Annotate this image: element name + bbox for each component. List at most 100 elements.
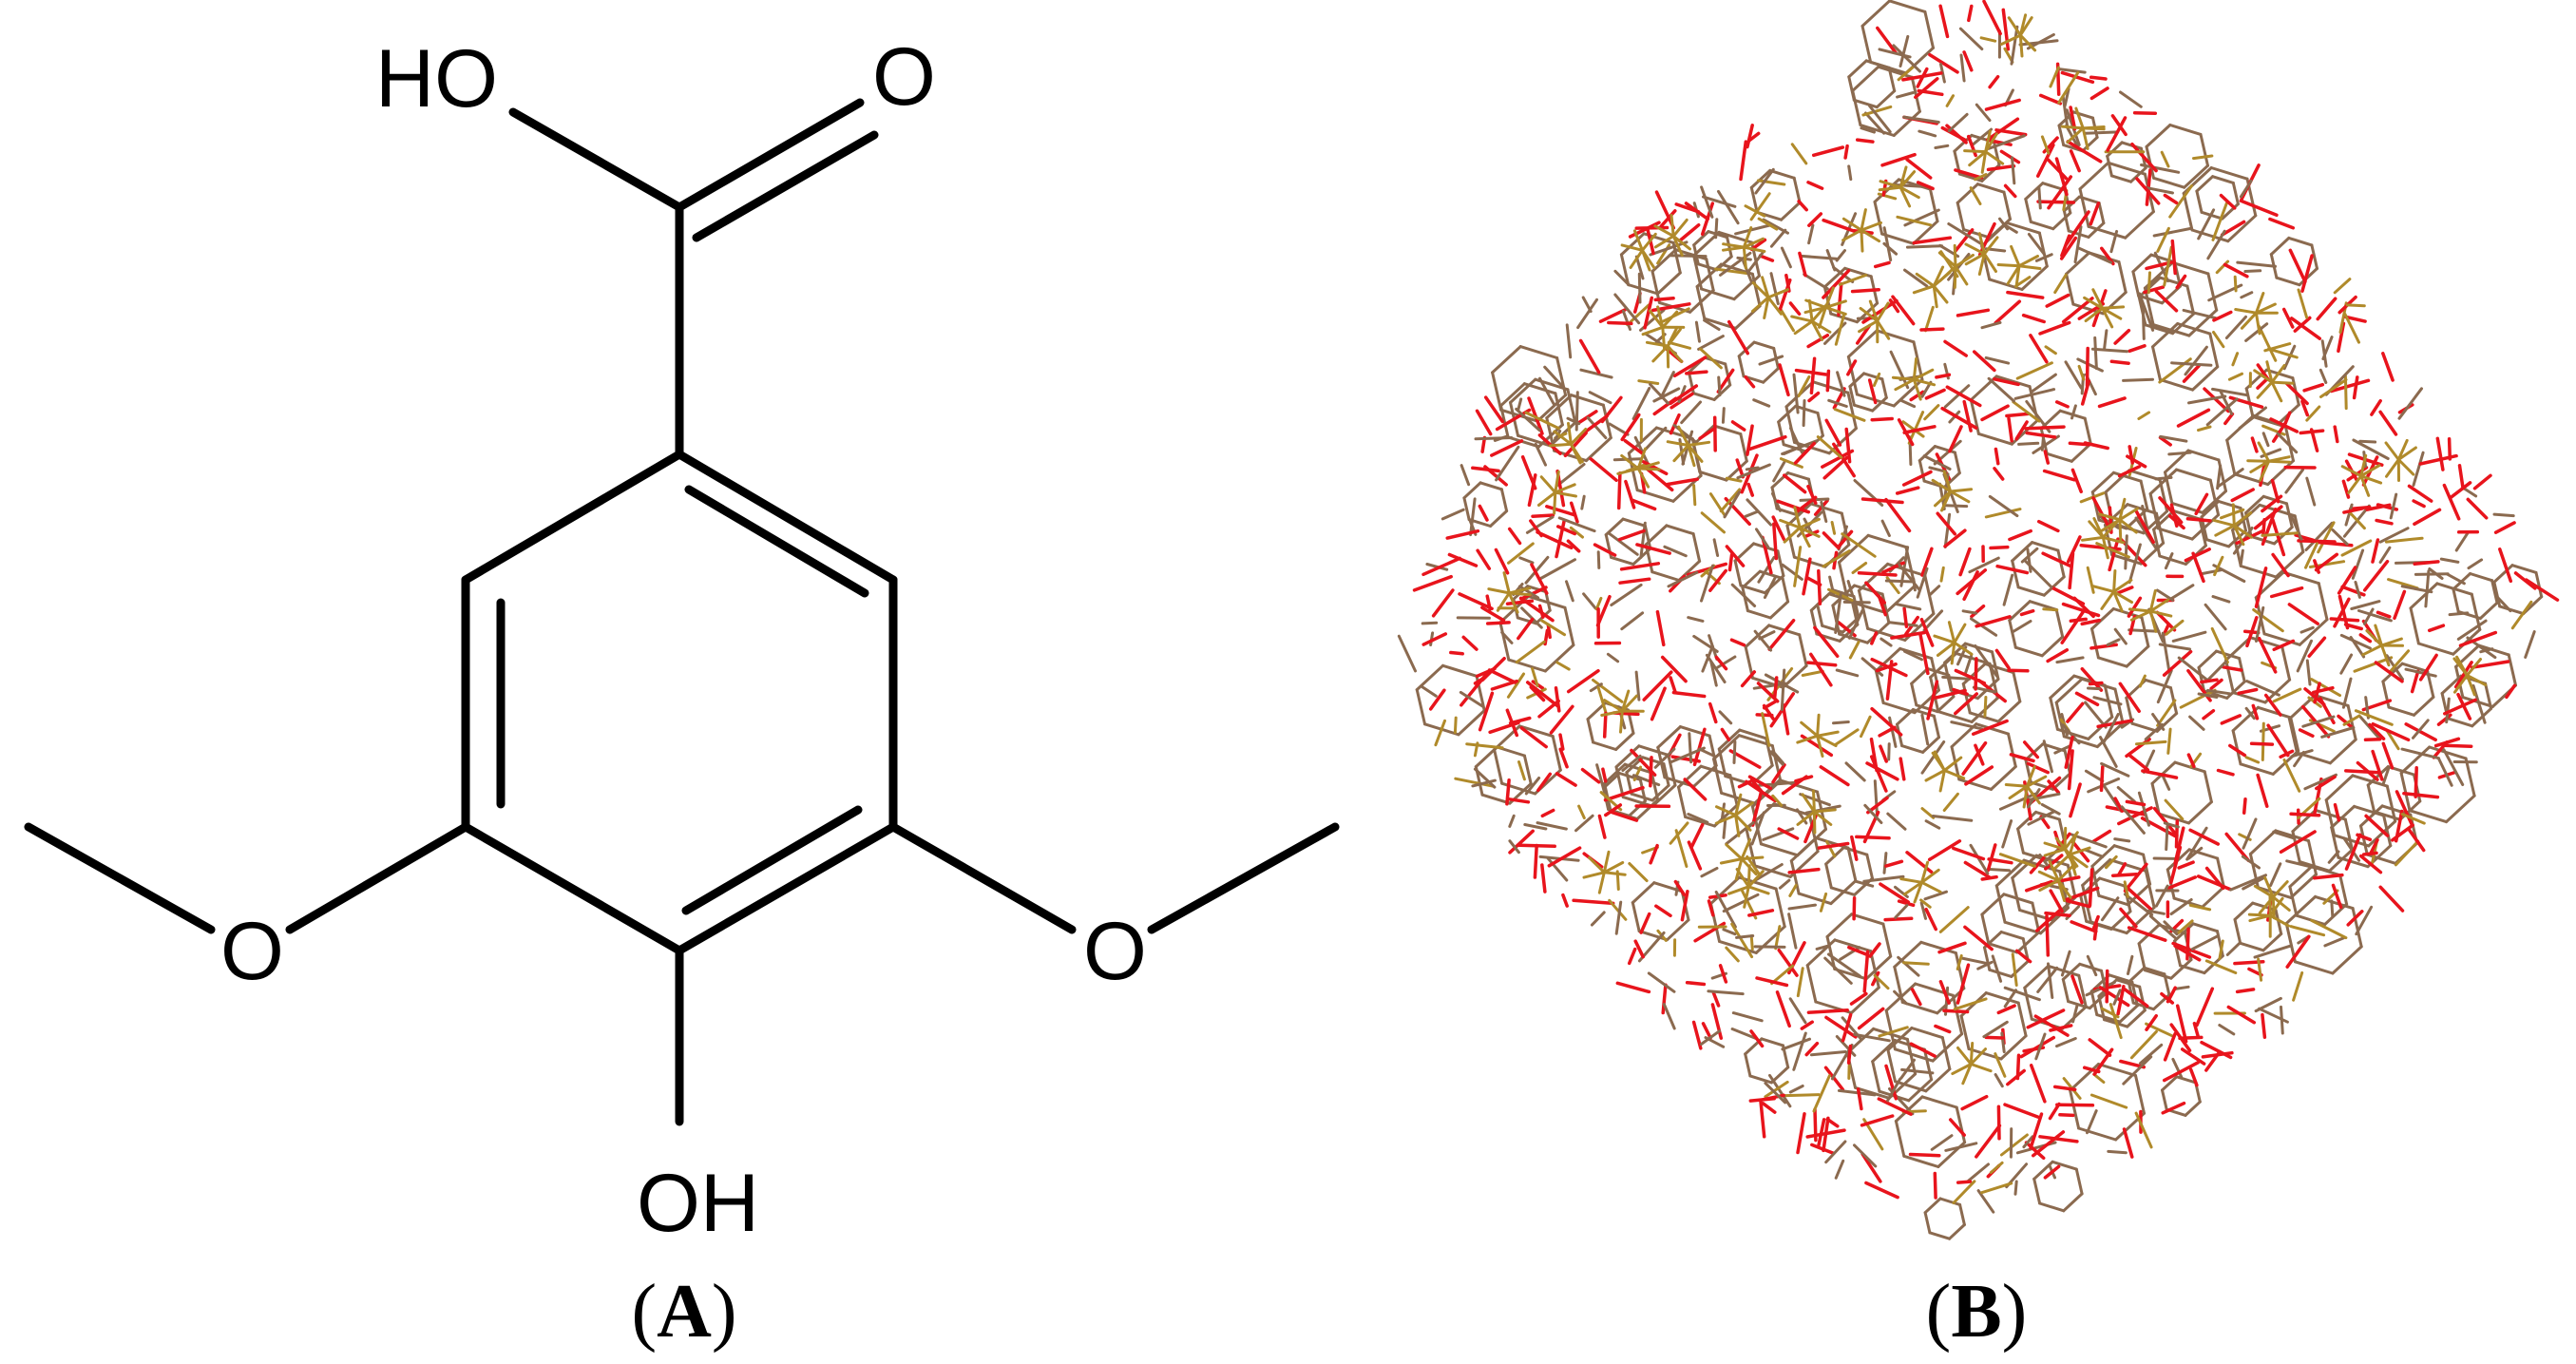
framework-bond: [1881, 922, 1893, 958]
framework-bond: [2477, 644, 2510, 657]
framework-bond: [2352, 375, 2359, 400]
framework-bond: [1729, 638, 1746, 647]
framework-bond: [2089, 1093, 2128, 1109]
framework-bond: [2070, 468, 2083, 494]
framework-bond: [1944, 1142, 1978, 1152]
framework-bond: [2418, 453, 2458, 466]
framework-bond: [1715, 805, 1738, 817]
framework-bond: [1860, 208, 1867, 232]
framework-bond: [2037, 231, 2049, 268]
framework-bond: [2219, 389, 2234, 415]
framework-bond: [2385, 784, 2397, 823]
framework-bond: [2442, 748, 2465, 786]
framework-bond: [1588, 855, 1606, 874]
framework-bond: [1994, 1052, 2007, 1078]
framework-bond: [1891, 375, 1916, 381]
framework-bond: [1888, 298, 1900, 314]
framework-bond: [1958, 547, 1972, 577]
framework-bond: [1641, 325, 1665, 336]
framework-bond: [1718, 710, 1733, 725]
framework-bond: [2127, 887, 2152, 911]
framework-bond: [2171, 941, 2212, 959]
framework-bond: [2042, 607, 2059, 612]
framework-bond: [1958, 27, 1984, 51]
framework-bond: [2171, 630, 2207, 643]
framework-bond: [2038, 320, 2071, 336]
framework-bond: [1600, 395, 1623, 424]
framework-bond: [2288, 248, 2307, 284]
framework-bond: [1680, 400, 1702, 425]
framework-bond: [2257, 441, 2271, 463]
framework-bond: [1798, 526, 1821, 538]
framework-bond: [2453, 661, 2473, 689]
framework-bond: [2127, 596, 2143, 618]
framework-bond: [2100, 589, 2116, 610]
framework-bond: [2340, 585, 2366, 597]
framework-bond: [1507, 542, 1535, 565]
framework-bond: [2380, 637, 2403, 647]
framework-bond: [2089, 86, 2109, 101]
framework-bond: [2011, 854, 2038, 880]
framework-bond: [1494, 548, 1510, 575]
framework-bond: [2185, 284, 2196, 316]
framework-bond: [1849, 986, 1880, 1015]
framework-bond: [1705, 653, 1727, 683]
framework-bond: [2184, 548, 2211, 563]
framework-bond: [1852, 595, 1860, 620]
framework-bond: [2144, 678, 2172, 690]
framework-bond: [1876, 26, 1898, 55]
framework-bond: [1932, 284, 1949, 304]
framework-bond: [2043, 450, 2051, 465]
framework-bond: [2135, 177, 2161, 205]
framework-bond: [2267, 455, 2291, 463]
framework-bond: [1834, 1159, 1845, 1180]
framework-bond: [2323, 902, 2349, 926]
framework-bond: [2242, 817, 2258, 850]
framework-bond: [2239, 179, 2253, 199]
framework-bond: [2269, 862, 2282, 887]
framework-bond: [2342, 836, 2361, 862]
framework-bond: [1555, 661, 1571, 671]
framework-bond: [2400, 585, 2433, 594]
framework-bond: [1709, 875, 1741, 906]
framework-bond: [1963, 654, 1974, 676]
framework-bond: [2109, 910, 2132, 931]
framework-bond: [2507, 653, 2517, 687]
framework-bond: [1949, 490, 1971, 504]
framework-bond: [2343, 817, 2354, 852]
framework-bond: [1872, 372, 1881, 387]
framework-bond: [1846, 391, 1858, 431]
framework-bond: [1730, 420, 1746, 432]
framework-bond: [1740, 857, 1758, 876]
framework-bond: [1893, 989, 1908, 1006]
framework-bond: [2400, 662, 2430, 673]
framework-bond: [1889, 350, 1910, 390]
framework-bond: [2122, 1127, 2134, 1159]
framework-bond: [2100, 896, 2120, 922]
framework-bond: [1880, 637, 1893, 647]
framework-bond: [2097, 202, 2106, 225]
framework-bond: [1527, 473, 1537, 508]
framework-bond: [2074, 1167, 2084, 1196]
framework-bond: [2070, 404, 2077, 420]
framework-bond: [2032, 1160, 2054, 1181]
framework-bond: [2299, 625, 2315, 634]
framework-bond: [2342, 714, 2361, 726]
framework-bond: [1922, 1047, 1934, 1082]
framework-bond: [2340, 539, 2373, 557]
framework-bond: [1962, 570, 1979, 602]
framework-bond: [1776, 499, 1811, 514]
framework-bond: [1816, 730, 1840, 738]
framework-bond: [1934, 144, 1950, 149]
framework-bond: [2164, 552, 2174, 570]
framework-bond: [2101, 306, 2114, 329]
framework-bond: [1923, 890, 1948, 901]
framework-bond: [2440, 674, 2463, 695]
framework-bond: [1912, 368, 1935, 381]
framework-bond: [2329, 378, 2371, 394]
framework-bond: [1574, 391, 1579, 432]
framework-bond: [2130, 142, 2158, 173]
framework-bond: [1434, 719, 1446, 747]
framework-bond: [1498, 621, 1511, 662]
framework-bond: [2258, 895, 2275, 915]
